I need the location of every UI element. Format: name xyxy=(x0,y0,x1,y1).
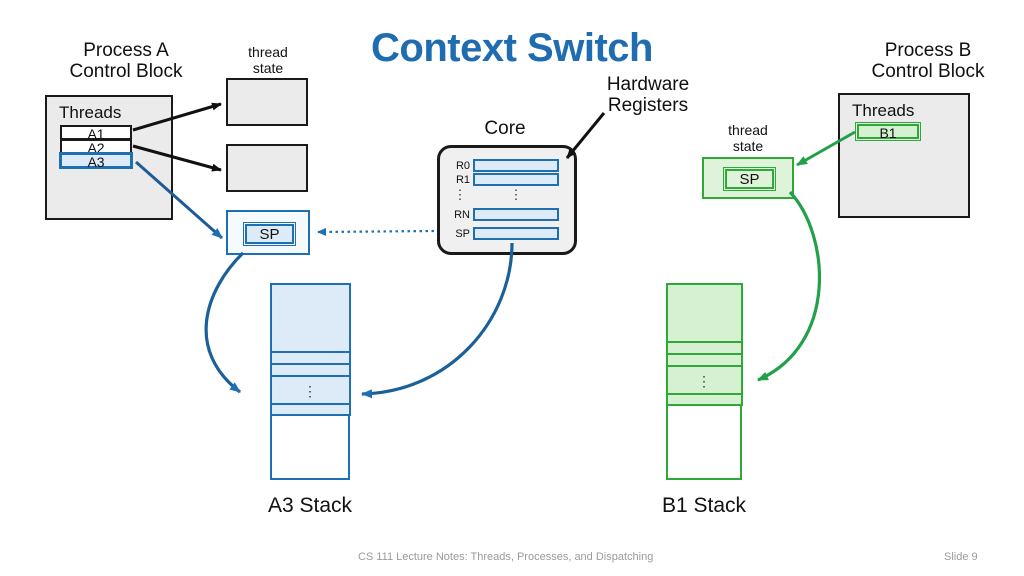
footer-left: CS 111 Lecture Notes: Threads, Processes… xyxy=(358,551,654,563)
register-ellipsis-middle: ⋮ xyxy=(509,187,523,202)
sp-chip-a3: SP xyxy=(243,222,296,246)
thread-state-b-label: thread state xyxy=(728,122,768,154)
register-row-rn xyxy=(473,208,559,221)
stack-b1-segment-top xyxy=(665,282,743,343)
stack-a3-segment-5 xyxy=(269,403,351,416)
process-a-threads-label: Threads xyxy=(59,103,122,122)
stack-b1-label: B1 Stack xyxy=(661,494,747,517)
thread-state-box-a2 xyxy=(226,144,308,192)
stack-a3-segment-4: ⋮ xyxy=(269,375,351,405)
curve-core-to-stack-a3 xyxy=(361,242,514,399)
process-b-control-block: Threads B1 xyxy=(838,93,970,218)
register-name-sp: SP xyxy=(455,228,470,240)
footer-right: Slide 9 xyxy=(944,551,978,563)
sp-chip-b1: SP xyxy=(723,167,776,191)
page-title: Context Switch xyxy=(371,26,653,70)
thread-chip-b1[interactable]: B1 xyxy=(855,122,921,141)
stack-b1: ⋮ xyxy=(665,282,743,480)
thread-chip-a2[interactable]: A2 xyxy=(60,139,132,156)
core-box: R0 R1 ⋮ ⋮ RN SP xyxy=(437,145,577,255)
process-b-heading: Process B Control Block xyxy=(871,40,985,82)
stack-a3-label: A3 Stack xyxy=(267,494,353,517)
thread-state-a-label: thread state xyxy=(248,44,288,76)
stack-b1-segment-4: ⋮ xyxy=(665,365,743,395)
curve-thread-state-to-stack-a3 xyxy=(204,251,245,394)
process-a-control-block: Threads A1 A2 A3 xyxy=(45,95,173,220)
stack-b1-segment-5 xyxy=(665,393,743,406)
stack-b1-ellipsis: ⋮ xyxy=(697,373,711,389)
thread-chip-a3[interactable]: A3 xyxy=(59,152,133,170)
hardware-registers-label: Hardware Registers xyxy=(606,74,690,116)
stack-a3-segment-top xyxy=(269,282,351,353)
register-ellipsis-left: ⋮ xyxy=(453,187,467,202)
thread-state-box-b1: SP xyxy=(702,157,794,199)
register-row-r1 xyxy=(473,173,559,186)
register-name-rn: RN xyxy=(454,209,470,221)
stack-a3-ellipsis: ⋮ xyxy=(303,383,317,399)
register-name-r1: R1 xyxy=(455,174,470,186)
register-row-sp xyxy=(473,227,559,240)
process-b-threads-label: Threads xyxy=(852,101,915,120)
thread-state-box-a3: SP xyxy=(226,210,310,255)
process-a-heading: Process A Control Block xyxy=(69,40,183,82)
arrow-core-sp-to-thread-state xyxy=(317,227,435,236)
core-label: Core xyxy=(484,118,526,139)
thread-state-box-a1 xyxy=(226,78,308,126)
register-name-r0: R0 xyxy=(455,160,470,172)
stack-a3: ⋮ xyxy=(269,282,351,480)
curve-thread-state-to-stack-b1 xyxy=(757,190,821,382)
thread-chip-a1[interactable]: A1 xyxy=(60,125,132,142)
register-row-r0 xyxy=(473,159,559,172)
